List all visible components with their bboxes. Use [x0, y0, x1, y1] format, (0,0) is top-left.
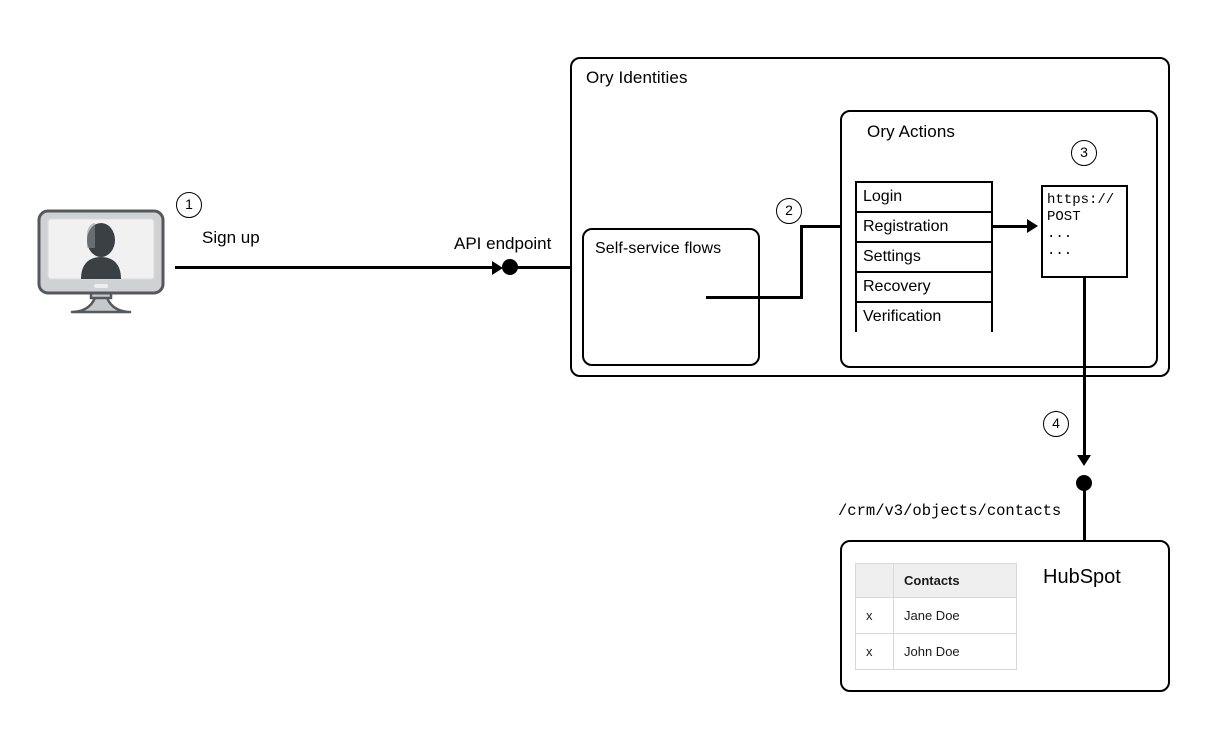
edge-label-api-endpoint: API endpoint: [454, 234, 552, 253]
webhook-request-text: https:// POST ... ...: [1047, 192, 1115, 259]
row-marker: x: [855, 633, 894, 670]
arrowhead-webhook-to-hubspot: [1077, 455, 1091, 466]
hubspot-contacts-table: Contacts x Jane Doe x John Doe: [855, 563, 1017, 670]
arrowhead-user-to-api: [492, 261, 503, 275]
table-header-contacts: Contacts: [893, 563, 1017, 598]
flow-list-item-registration[interactable]: Registration: [857, 213, 991, 243]
table-row[interactable]: x John Doe: [855, 633, 1017, 670]
connector-api-to-identities: [516, 266, 572, 269]
row-contact-name: Jane Doe: [893, 597, 1017, 634]
hubspot-title: HubSpot: [1043, 566, 1121, 588]
ory-actions-title: Ory Actions: [867, 122, 956, 141]
table-row[interactable]: x Jane Doe: [855, 597, 1017, 634]
connector-flows-elbow-horizontal: [706, 296, 803, 299]
row-marker: x: [855, 597, 894, 634]
connector-flows-to-registration: [800, 225, 845, 228]
ory-identities-title: Ory Identities: [586, 68, 688, 87]
monitor-user-icon: [36, 208, 166, 320]
self-service-flows-title: Self-service flows: [595, 240, 722, 257]
step-badge-1: 1: [176, 192, 202, 218]
arrowhead-registration-to-webhook: [1027, 219, 1038, 233]
connector-node-to-hubspot-box: [1083, 489, 1086, 541]
step-badge-4: 4: [1043, 411, 1069, 437]
flow-list-item-recovery[interactable]: Recovery: [857, 273, 991, 303]
hubspot-endpoint-node: [1076, 475, 1092, 491]
connector-flows-elbow-vertical: [800, 225, 803, 299]
table-header-marker: [855, 563, 894, 598]
webhook-request-box: [1041, 185, 1128, 278]
flow-list-item-verification[interactable]: Verification: [857, 303, 991, 333]
step-badge-3: 3: [1071, 140, 1097, 166]
step-badge-2: 2: [776, 198, 802, 224]
api-endpoint-node: [502, 259, 518, 275]
connector-registration-to-webhook: [993, 225, 1028, 228]
edge-label-crm-path: /crm/v3/objects/contacts: [838, 502, 1062, 520]
connector-user-to-api: [175, 266, 493, 269]
connector-webhook-to-hubspot: [1083, 278, 1086, 460]
table-header-row: Contacts: [855, 563, 1017, 598]
flow-list-item-settings[interactable]: Settings: [857, 243, 991, 273]
flow-list-item-login[interactable]: Login: [857, 183, 991, 213]
edge-label-sign-up: Sign up: [202, 228, 260, 247]
ory-actions-flow-list: Login Registration Settings Recovery Ver…: [855, 181, 993, 333]
row-contact-name: John Doe: [893, 633, 1017, 670]
